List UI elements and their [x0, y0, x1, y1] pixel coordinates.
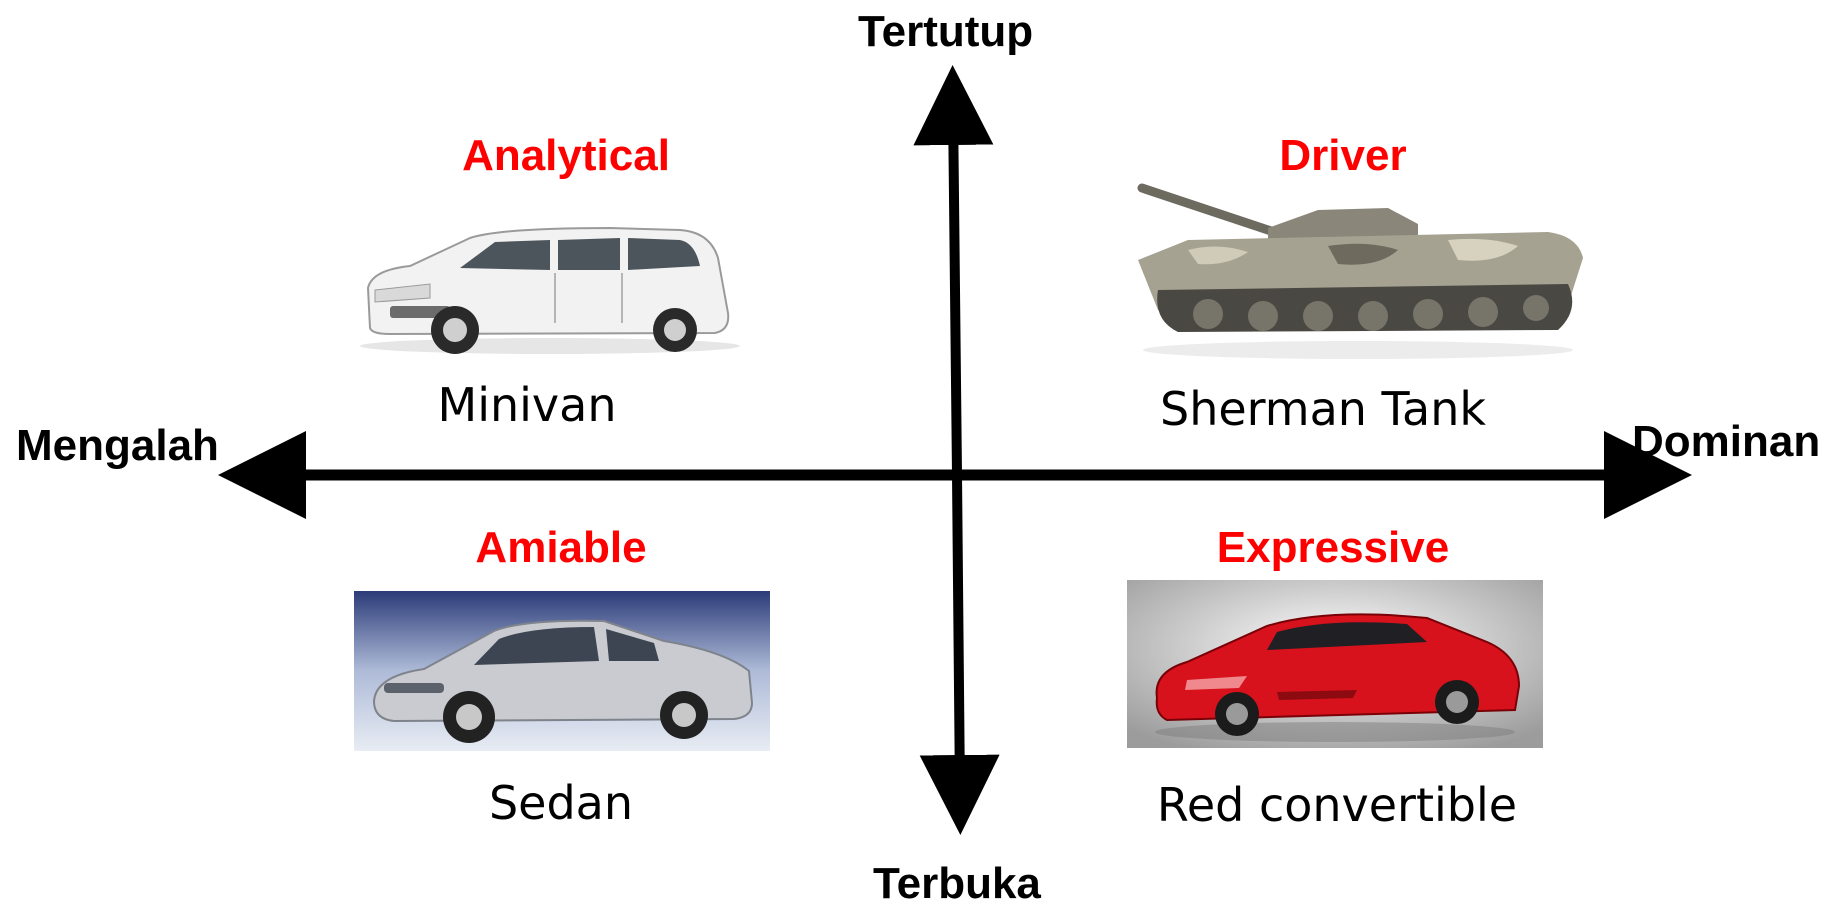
tank-icon: [1128, 180, 1588, 360]
quadrant-title-driver: Driver: [1279, 131, 1407, 180]
quadrant-title-expressive: Expressive: [1216, 523, 1450, 572]
axis-label-top: Tertutup: [858, 7, 1034, 56]
minivan-icon: [350, 218, 750, 358]
caption-sedan: Sedan: [488, 776, 634, 830]
quadrant-title-amiable: Amiable: [475, 523, 647, 572]
vertical-axis-down: [919, 474, 1000, 835]
axis-label-bottom: Terbuka: [873, 859, 1041, 908]
quadrant-title-analytical: Analytical: [462, 131, 670, 180]
axis-label-right: Dominan: [1632, 417, 1821, 466]
sports-car-icon: [1127, 580, 1543, 748]
caption-red-convertible: Red convertible: [1156, 778, 1518, 832]
caption-sherman-tank: Sherman Tank: [1160, 382, 1486, 436]
axis-label-left: Mengalah: [16, 421, 219, 470]
vertical-axis-up: [913, 65, 994, 476]
caption-minivan: Minivan: [437, 378, 617, 432]
sedan-icon: [354, 591, 770, 751]
